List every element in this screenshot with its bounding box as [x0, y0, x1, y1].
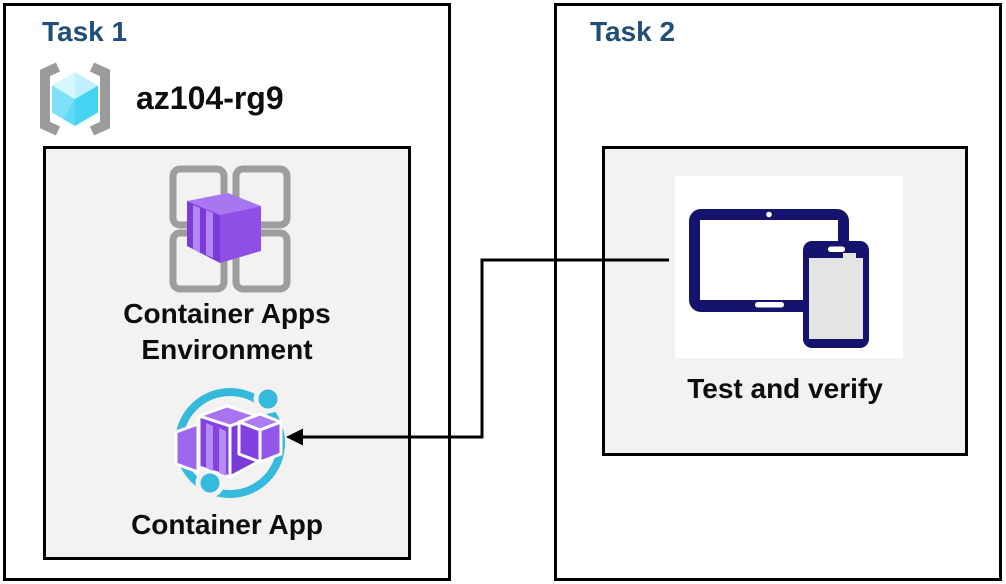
test-and-verify-label: Test and verify — [687, 373, 883, 404]
test-and-verify-box: Test and verify — [602, 146, 968, 456]
azure-resource-group-icon — [40, 62, 110, 136]
tablet-and-phone-devices-icon — [689, 209, 869, 348]
container-app-label: Container App — [131, 509, 323, 540]
container-apps-environment-box: Container Apps Environment — [43, 146, 411, 560]
task1-box: Task 1 az104-rg9 — [3, 3, 451, 581]
task2-title: Task 2 — [590, 16, 676, 47]
resource-group-name: az104-rg9 — [136, 80, 284, 116]
task1-title: Task 1 — [42, 16, 128, 47]
task2-box: Task 2 Test and verify — [554, 3, 1002, 581]
environment-label: Container Apps Environment — [123, 298, 331, 365]
resource-group: az104-rg9 — [31, 60, 431, 144]
container-apps-environment-icon — [169, 165, 291, 293]
devices-icon-panel — [675, 176, 903, 358]
container-app-icon — [174, 384, 285, 498]
